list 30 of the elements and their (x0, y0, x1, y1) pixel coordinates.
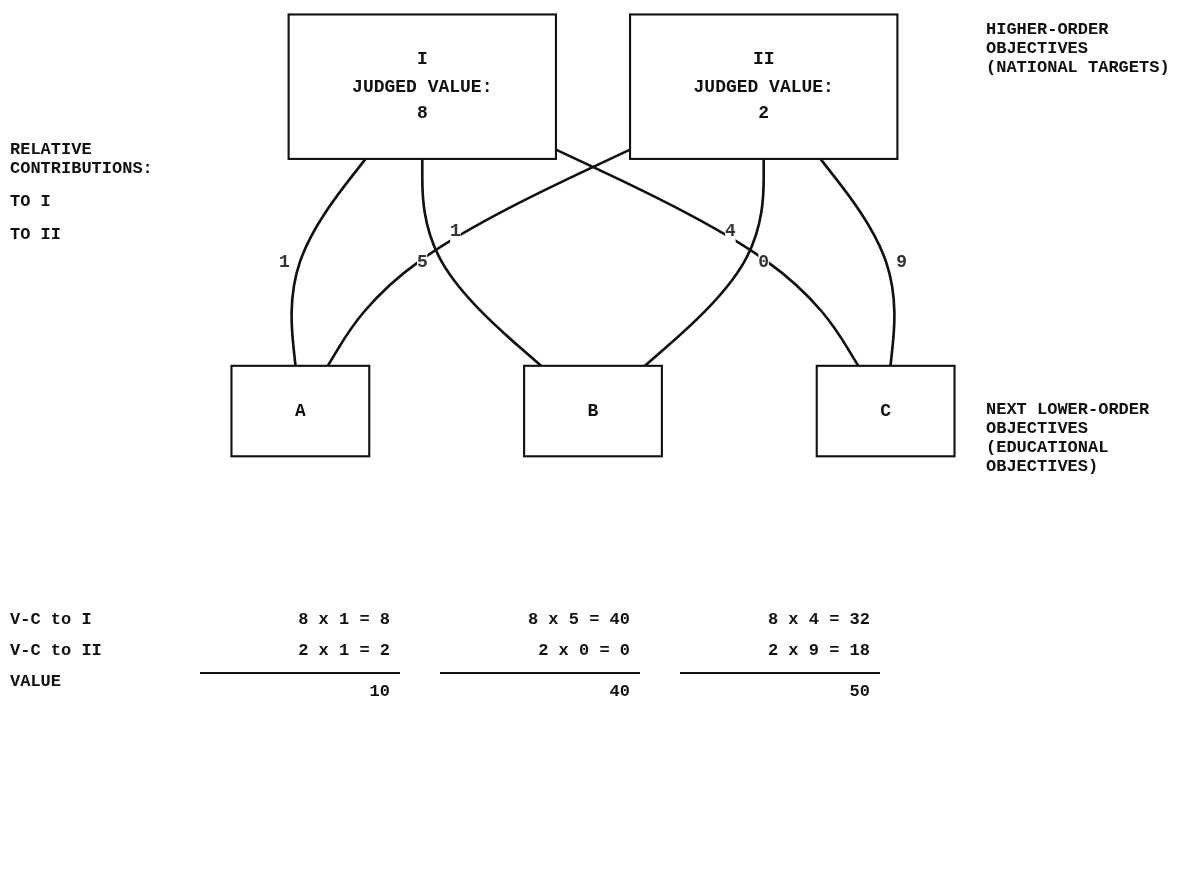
node-box: C (815, 364, 956, 458)
edge-label: 1 (450, 221, 461, 242)
edge-label: 1 (278, 252, 290, 273)
calculation-text: 8 x 4 = 32 (766, 610, 871, 629)
edge-label: 4 (725, 221, 736, 242)
edge-label: 5 (416, 252, 428, 273)
level-note: NEXT LOWER-ORDER OBJECTIVES (EDUCATIONAL OBJECTIVES) (986, 400, 1151, 476)
level-note: HIGHER-ORDER OBJECTIVES (NATIONAL TARGETS) (986, 20, 1171, 77)
row-label: VALUE (10, 672, 62, 693)
row-label: TO I (10, 192, 52, 211)
node-box: B (523, 364, 663, 458)
node-box: I JUDGED VALUE: 8 (287, 13, 557, 160)
calculation-text: 8 x 1 = 8 (297, 610, 391, 629)
row-label: V-C to II (10, 641, 103, 660)
edge-label: 9 (896, 252, 908, 273)
node-box: II JUDGED VALUE: 2 (629, 13, 899, 160)
row-heading: RELATIVE CONTRIBUTIONS: (10, 140, 154, 178)
connector (290, 158, 367, 366)
calculation-text: 2 x 1 = 2 (297, 641, 391, 660)
total-value: 40 (440, 672, 640, 701)
calculation-text: 2 x 9 = 18 (766, 641, 871, 660)
connector (819, 158, 896, 366)
row-label: TO II (10, 225, 62, 244)
node-box: A (230, 364, 371, 458)
calculation-text: 2 x 0 = 0 (537, 641, 631, 660)
total-value: 50 (680, 672, 880, 701)
row-label: V-C to I (10, 610, 93, 629)
calculation-text: 8 x 5 = 40 (526, 610, 631, 629)
edge-label: 0 (758, 252, 770, 273)
total-value: 10 (200, 672, 400, 701)
